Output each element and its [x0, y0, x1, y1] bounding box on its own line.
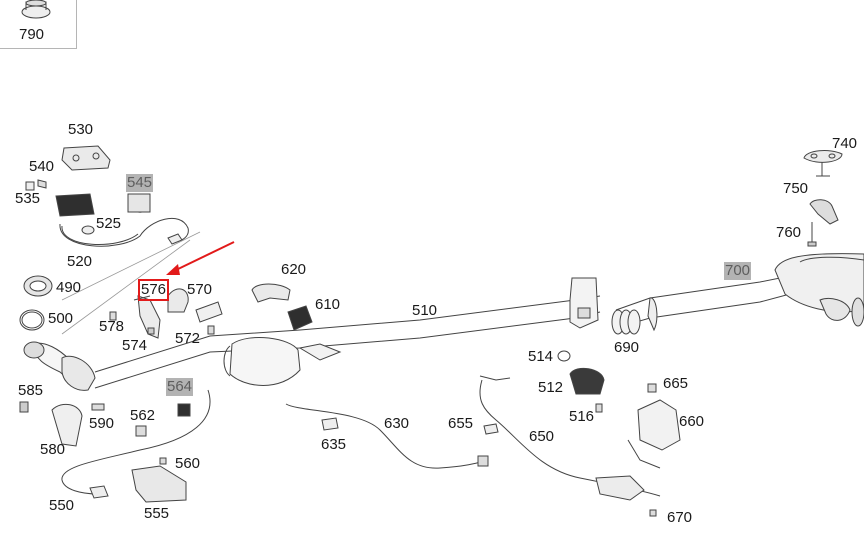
part-label-620[interactable]: 620 — [281, 261, 307, 278]
part-label-590[interactable]: 590 — [89, 415, 115, 432]
part-label-690[interactable]: 690 — [614, 339, 640, 356]
part-label-574[interactable]: 574 — [122, 337, 148, 354]
clamp-690-drawing — [611, 309, 641, 335]
part-label-555[interactable]: 555 — [144, 505, 170, 522]
middle-sensor-harness-drawing — [285, 403, 489, 469]
part-label-512[interactable]: 512 — [538, 379, 564, 396]
upper-sensor-harness-drawing — [59, 193, 189, 247]
part-label-585[interactable]: 585 — [18, 382, 44, 399]
part-label-630[interactable]: 630 — [384, 415, 410, 432]
bracket-530-drawing — [25, 145, 111, 235]
part-label-540[interactable]: 540 — [29, 158, 55, 175]
front-bracket-parts-drawing — [19, 401, 105, 447]
part-label-520[interactable]: 520 — [67, 253, 93, 270]
part-label-576-selected[interactable]: 576 — [137, 279, 170, 301]
part-label-530[interactable]: 530 — [68, 121, 94, 138]
part-label-650[interactable]: 650 — [529, 428, 555, 445]
part-label-572[interactable]: 572 — [175, 330, 201, 347]
bracket-576-drawing — [109, 288, 223, 339]
part-label-670[interactable]: 670 — [667, 509, 693, 526]
rear-muffler-drawing — [774, 253, 864, 327]
part-label-500[interactable]: 500 — [48, 310, 74, 327]
bracket-660-drawing — [627, 383, 681, 517]
part-label-610[interactable]: 610 — [315, 296, 341, 313]
part-label-514[interactable]: 514 — [528, 348, 554, 365]
part-label-570[interactable]: 570 — [187, 281, 213, 298]
actuator-parts-drawing — [557, 350, 605, 413]
part-label-525[interactable]: 525 — [96, 215, 122, 232]
part-label-580[interactable]: 580 — [40, 441, 66, 458]
selection-arrow — [166, 241, 235, 275]
rubber-mount-parts-drawing — [251, 283, 313, 331]
part-label-510[interactable]: 510 — [412, 302, 438, 319]
part-label-750[interactable]: 750 — [783, 180, 809, 197]
part-label-550[interactable]: 550 — [49, 497, 75, 514]
part-label-635[interactable]: 635 — [321, 436, 347, 453]
part-label-545[interactable]: 545 — [126, 174, 154, 192]
part-label-516[interactable]: 516 — [569, 408, 595, 425]
lower-sensor-harness-drawing — [479, 375, 661, 501]
part-label-655[interactable]: 655 — [448, 415, 474, 432]
part-label-700[interactable]: 700 — [724, 262, 752, 280]
part-label-660[interactable]: 660 — [679, 413, 705, 430]
inset-frame — [0, 0, 77, 49]
pipe-bracket-drawing — [569, 277, 599, 329]
part-label-490[interactable]: 490 — [56, 279, 82, 296]
part-label-665[interactable]: 665 — [663, 375, 689, 392]
gasket-parts-drawing — [19, 275, 53, 331]
part-label-790[interactable]: 790 — [19, 26, 45, 43]
front-sensor-harness-drawing — [61, 389, 211, 503]
part-label-760[interactable]: 760 — [776, 224, 802, 241]
exhaust-pipe-drawing — [23, 275, 791, 391]
part-label-535[interactable]: 535 — [15, 190, 41, 207]
part-label-562[interactable]: 562 — [130, 407, 156, 424]
part-label-564[interactable]: 564 — [166, 378, 194, 396]
part-label-740[interactable]: 740 — [832, 135, 858, 152]
part-label-578[interactable]: 578 — [99, 318, 125, 335]
part-790-drawing — [21, 0, 51, 19]
part-label-560[interactable]: 560 — [175, 455, 201, 472]
leader-lines — [61, 231, 201, 335]
rear-hanger-parts-drawing — [803, 150, 843, 247]
